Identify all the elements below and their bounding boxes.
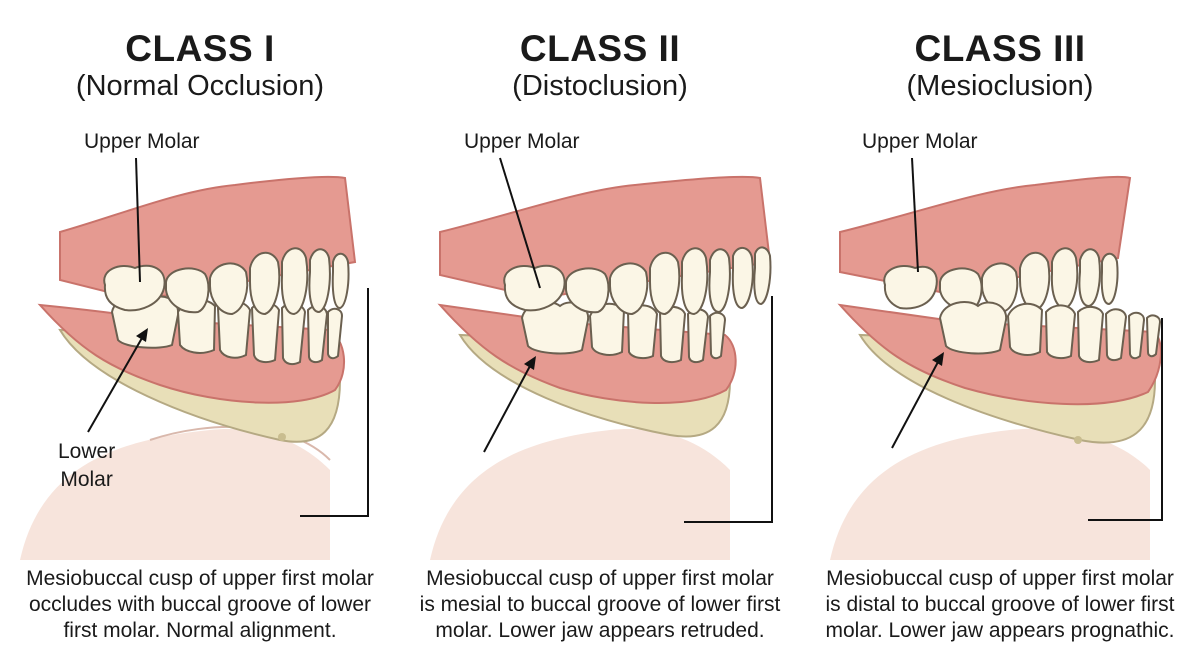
class-3-illustration [830, 157, 1163, 560]
class-1-panel: CLASS I (Normal Occlusion) [0, 0, 400, 669]
upper-molar-pointer [911, 157, 919, 273]
class-1-lower-molar-label: Lower Molar [58, 440, 116, 491]
lower-molar-pointer-arrow [891, 352, 944, 449]
height-bracket [300, 288, 369, 517]
class-2-panel: CLASS II (Distoclusion) [400, 0, 800, 669]
class-1-illustration [20, 157, 369, 560]
class-2-title: CLASS II [519, 28, 681, 69]
class-1-subtitle: (Normal Occlusion) [75, 70, 325, 102]
upper-molar-pointer [135, 157, 141, 283]
class-1-description: Mesiobuccal cusp of upper first molar oc… [26, 567, 374, 642]
lower-teeth [520, 301, 727, 364]
upper-teeth [103, 247, 350, 316]
class-3-panel: CLASS III (Mesioclusion) [800, 0, 1200, 669]
class-3-description: Mesiobuccal cusp of upper first molar is… [825, 567, 1175, 642]
class-2-upper-molar-label: Upper Molar [464, 130, 580, 153]
class-2-subtitle: (Distoclusion) [512, 70, 688, 102]
class-3-subtitle: (Mesioclusion) [906, 70, 1094, 102]
upper-teeth [883, 247, 1119, 314]
upper-teeth [503, 246, 772, 316]
class-3-upper-molar-label: Upper Molar [862, 130, 978, 153]
lower-teeth [938, 301, 1162, 364]
upper-molar-pointer [499, 157, 541, 289]
class-3-title: CLASS III [914, 28, 1086, 69]
lower-molar-pointer-arrow [483, 356, 536, 453]
class-1-upper-molar-label: Upper Molar [84, 130, 200, 153]
height-bracket [684, 296, 773, 523]
class-1-title: CLASS I [125, 28, 275, 69]
class-2-description: Mesiobuccal cusp of upper first molar is… [419, 567, 781, 642]
height-bracket [1088, 318, 1163, 521]
class-2-illustration [430, 157, 773, 560]
lower-molar-pointer-arrow [87, 328, 148, 433]
